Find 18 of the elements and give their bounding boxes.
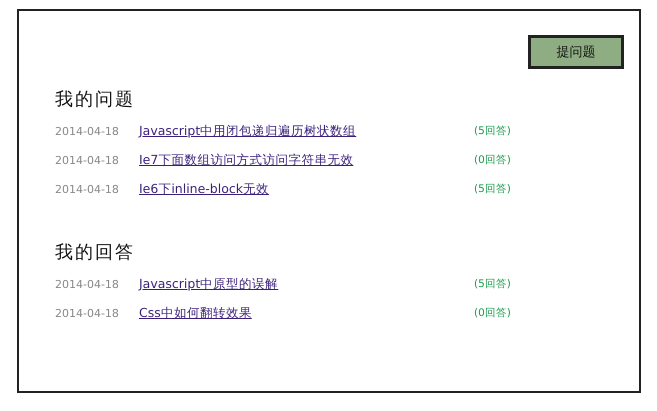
question-link: Ie6下inline-block无效 [139,181,269,196]
date-text: 2014-04-18 [55,125,119,138]
answer-count: (5回答) [474,183,511,196]
question-link: Javascript中用闭包递归遍历树状数组 [139,123,356,138]
ask-question-button: 提问题 [528,35,624,69]
answer-count: (0回答) [474,154,511,167]
date-text: 2014-04-18 [55,154,119,168]
date-text: 2014-04-18 [55,278,119,292]
answer-count: (0回答) [474,307,511,320]
section-heading: 我的问题 [55,89,135,111]
question-link: Ie7下面数组访问方式访问字符串无效 [139,152,354,167]
answer-count: (5回答) [474,278,511,291]
question-link: Javascript中原型的误解 [139,276,278,291]
date-text: 2014-04-18 [55,183,119,196]
date-text: 2014-04-18 [55,307,119,320]
answer-count: (5回答) [474,125,511,138]
question-link: Css中如何翻转效果 [139,305,252,320]
section-heading: 我的回答 [55,242,135,264]
